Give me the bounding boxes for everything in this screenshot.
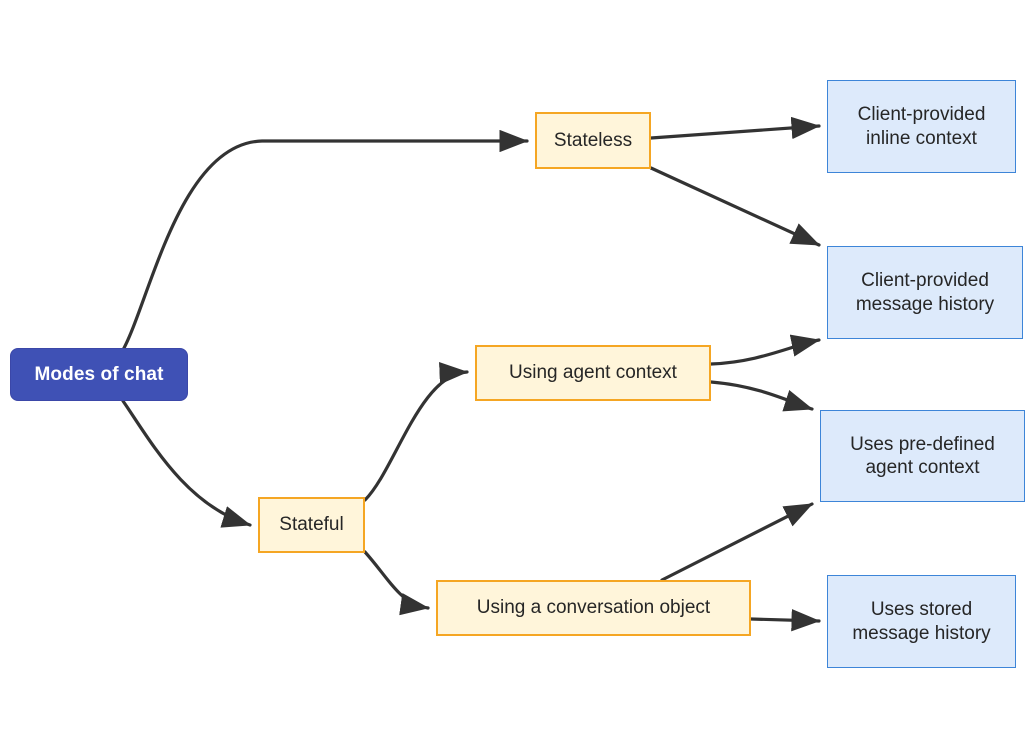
node-client-provided-inline-context[interactable]: Client-provided inline context xyxy=(827,80,1016,173)
edge-stateless-to-message-history xyxy=(649,166,821,247)
node-label-uses-stored-message-history: Uses stored message history xyxy=(852,599,991,644)
node-using-a-conversation-object[interactable]: Using a conversation object xyxy=(436,580,751,636)
edge-conversation-object-to-stored-message-history xyxy=(749,608,821,632)
node-label-stateless: Stateless xyxy=(553,129,633,151)
node-label-stateful: Stateful xyxy=(279,514,344,536)
edge-conversation-object-to-predefined-agent-context xyxy=(660,502,814,582)
node-label-uses-pre-defined-agent-context: Uses pre-defined agent context xyxy=(850,433,995,478)
node-label-modes-of-chat: Modes of chat xyxy=(34,363,164,385)
edge-stateful-to-conversation-object xyxy=(363,550,430,616)
edge-stateless-to-inline-context xyxy=(649,116,821,140)
edge-agent-context-to-message-history xyxy=(709,334,821,366)
node-using-agent-context[interactable]: Using agent context xyxy=(475,345,711,401)
node-uses-pre-defined-agent-context[interactable]: Uses pre-defined agent context xyxy=(820,410,1025,502)
node-label-using-a-conversation-object: Using a conversation object xyxy=(476,597,711,619)
node-label-using-agent-context: Using agent context xyxy=(509,362,677,384)
edge-root-to-stateful xyxy=(121,399,252,528)
node-label-client-provided-inline-context: Client-provided inline context xyxy=(857,104,986,149)
node-modes-of-chat[interactable]: Modes of chat xyxy=(10,348,188,401)
edge-agent-context-to-predefined-agent-context xyxy=(709,380,814,412)
node-client-provided-message-history[interactable]: Client-provided message history xyxy=(827,246,1023,339)
edge-stateful-to-agent-context xyxy=(363,362,469,502)
node-label-client-provided-message-history: Client-provided message history xyxy=(855,270,995,315)
node-stateful[interactable]: Stateful xyxy=(258,497,365,553)
node-stateless[interactable]: Stateless xyxy=(535,112,651,169)
edge-root-to-stateless xyxy=(121,129,529,352)
node-uses-stored-message-history[interactable]: Uses stored message history xyxy=(827,575,1016,668)
